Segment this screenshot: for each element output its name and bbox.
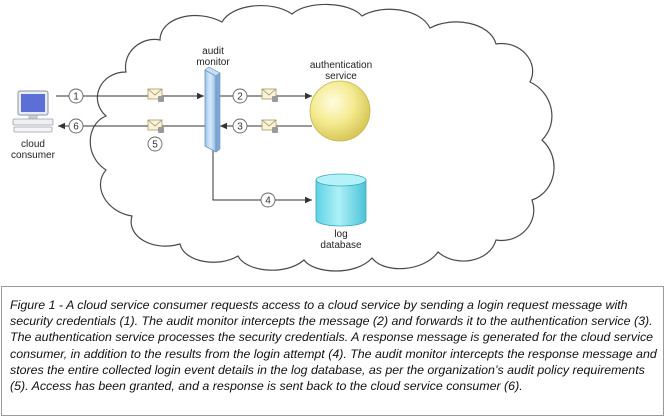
audit-monitor-bar (204, 69, 217, 153)
figure-caption: Figure 1 - A cloud service consumer requ… (10, 298, 657, 394)
message-envelope-icon (261, 119, 278, 133)
figure-caption-box: Figure 1 - A cloud service consumer requ… (1, 286, 664, 416)
step-marker-1: 1 (68, 88, 84, 104)
audit-monitor-label-line: audit (202, 46, 224, 57)
cloud-consumer-label-line: consumer (11, 150, 55, 161)
step-number: 4 (265, 196, 271, 207)
authentication-sphere (309, 80, 371, 142)
diagram-canvas: 1 2 3 4 5 6 (12, 3, 555, 272)
cloud-consumer-label-line: cloud (21, 139, 45, 150)
authentication-service-label-line: service (325, 71, 357, 82)
step-number: 3 (237, 122, 243, 133)
step-number: 1 (73, 92, 79, 103)
computer-icon (12, 90, 54, 133)
message-envelope-icon (147, 88, 164, 102)
message-envelope-icon (147, 119, 164, 133)
authentication-service-label: authentication service (296, 60, 386, 82)
step-number: 2 (237, 92, 243, 103)
step-marker-4: 4 (260, 192, 276, 208)
step-number: 6 (73, 122, 79, 133)
step-marker-6: 6 (68, 118, 84, 134)
audit-monitor-label-line: monitor (196, 57, 230, 68)
step-marker-2: 2 (232, 88, 248, 104)
step-number: 5 (152, 140, 158, 151)
message-envelope-icon (261, 88, 278, 102)
cloud-consumer-label: cloud consumer (8, 139, 58, 161)
step-marker-3: 3 (232, 118, 248, 134)
diagram: 1 2 3 4 5 6 audit monitor authentication… (8, 3, 555, 272)
log-database-label-line: log (334, 229, 348, 240)
authentication-service-label-line: authentication (309, 60, 373, 71)
audit-monitor-label: audit monitor (185, 46, 241, 68)
log-database-label: log database (306, 229, 376, 251)
log-database-label-line: database (320, 240, 362, 251)
step-marker-5: 5 (147, 136, 163, 152)
database-icon (315, 173, 367, 227)
arrow-log-4 (212, 140, 312, 204)
